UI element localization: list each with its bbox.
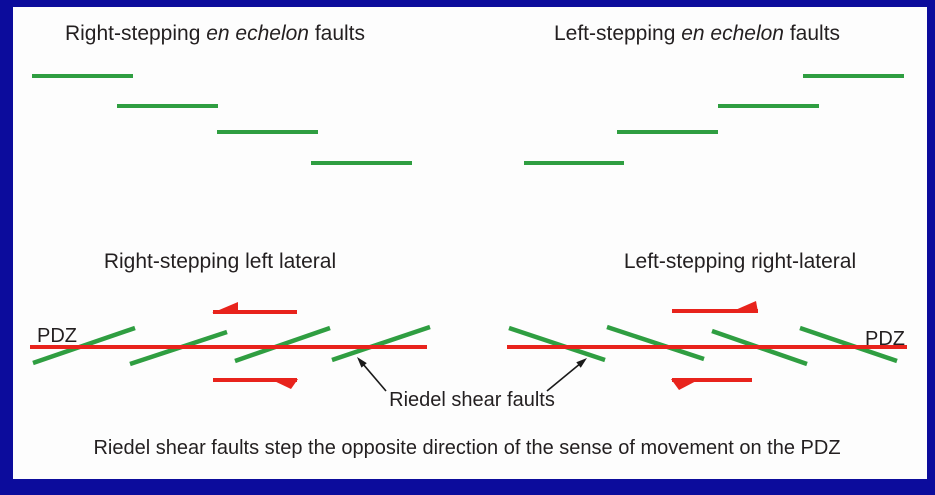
title-left-stepping-right-lateral: Left-stepping right-lateral [623, 250, 857, 273]
title-right-stepping-left-lateral: Right-stepping left lateral [103, 250, 337, 273]
pdz-label-right: PDZ [865, 328, 905, 350]
title-text: Left-stepping [553, 22, 682, 45]
riedel-shear-faults-label: Riedel shear faults [389, 389, 555, 411]
title-text: faults [784, 22, 841, 45]
diagram-panel [13, 7, 927, 479]
title-left-stepping-en-echelon: Left-stepping en echelon faults [554, 22, 840, 45]
title-italic-text: en echelon [681, 22, 784, 45]
title-italic-text: en echelon [206, 22, 309, 45]
pdz-label-left: PDZ [37, 325, 77, 347]
caption: Riedel shear faults step the opposite di… [93, 437, 841, 459]
title-right-stepping-en-echelon: Right-stepping en echelon faults [65, 22, 365, 45]
title-text: Right-stepping [64, 22, 207, 45]
title-text: faults [308, 22, 366, 45]
